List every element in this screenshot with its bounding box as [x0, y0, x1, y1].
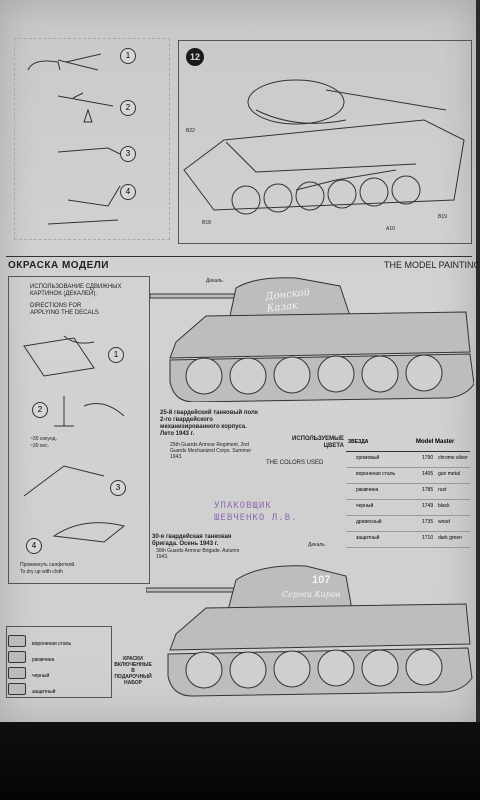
- substep-callout-1: 1: [120, 48, 136, 64]
- decals-title-ru: ИСПОЛЬЗОВАНИЕ СДВИЖНЫХ КАРТИНОК (ДЕКАЛЕЙ…: [30, 284, 122, 297]
- step-12-panel: [178, 40, 472, 244]
- tank-2-decal-label: Декаль: [308, 542, 325, 548]
- tank-1-caption-en: 25th Guards Armour Regiment, 2nd Guards …: [170, 442, 252, 460]
- tank-2-number: 107: [312, 574, 331, 586]
- legend-row: ржавчина: [8, 648, 54, 663]
- tank-1-caption-ru: 25-й гвардейский танковый полк 2-го гвар…: [160, 410, 258, 437]
- legend-row: защитный: [8, 680, 55, 695]
- colors-title-ru: ИСПОЛЬЗУЕМЫЕ ЦВЕТА: [292, 436, 344, 449]
- paint-badge-icon: [8, 682, 26, 695]
- header-title-ru: ОКРАСКА МОДЕЛИ: [8, 260, 109, 271]
- colors-table-header: ЗВЕЗДА Model Master: [346, 436, 470, 452]
- colors-title-en: THE COLORS USED: [266, 460, 324, 466]
- decal-time-ru: ~30 секунд.: [30, 436, 57, 442]
- legend-row: черный: [8, 664, 49, 679]
- substep-callout-2: 2: [120, 100, 136, 116]
- part-label-b19: B19: [438, 214, 447, 220]
- part-label-b22: B22: [186, 128, 195, 134]
- part-label-a10: A10: [386, 226, 395, 232]
- packer-stamp: УПАКОВЩИК ШЕВЧЕНКО Л.В.: [214, 500, 297, 524]
- tank-2-profile: [146, 565, 473, 697]
- paint-badge-icon: [8, 634, 26, 647]
- tank-2-slogan: Сергей Киров: [282, 590, 341, 599]
- substeps-panel: [14, 38, 170, 240]
- decal-step-1: 1: [108, 347, 124, 363]
- tank-assembly-drawing: [183, 79, 465, 215]
- decal-dry-ru: Промокнуть салфеткой.: [20, 562, 76, 568]
- header-title-en: THE MODEL PAINTING: [384, 260, 480, 270]
- part-label-b18: B18: [202, 220, 211, 226]
- tank-1-profile: [150, 277, 474, 402]
- instruction-sheet: 1 2 3 4 12 B22 A10 B19 B18 ОКРАСКА МОДЕЛ…: [0, 0, 476, 722]
- paint-badge-icon: [8, 650, 26, 663]
- desk-surface: [0, 722, 480, 800]
- substeps-illustration: [27, 53, 121, 225]
- step-number-badge: 12: [186, 48, 204, 66]
- tank-2-caption-en: 30th Guards Armour Brigade. Autumn 1943.: [156, 548, 240, 560]
- decal-dry-en: To dry up with cloth: [20, 569, 63, 575]
- decal-step-3: 3: [110, 480, 126, 496]
- legend-panel: [6, 626, 112, 698]
- decal-step-2: 2: [32, 402, 48, 418]
- decals-title-en: DIRECTIONS FOR APPLYING THE DECALS: [30, 303, 99, 316]
- header-rule: [6, 256, 472, 257]
- legend-row: вороненая сталь: [8, 632, 71, 647]
- stamp-line-2: ШЕВЧЕНКО Л.В.: [214, 513, 298, 523]
- substep-callout-3: 3: [120, 146, 136, 162]
- tank-2-caption-ru: 30-я гвардейская танковая бригада. Осень…: [152, 534, 232, 547]
- paint-badge-icon: [8, 666, 26, 679]
- substep-callout-4: 4: [120, 184, 136, 200]
- col-model-master: Model Master: [416, 439, 455, 445]
- stamp-line-1: УПАКОВЩИК: [214, 501, 272, 511]
- kit-paints-note: КРАСКИ ВКЛЮЧЕННЫЕ В ПОДАРОЧНЫЙ НАБОР: [114, 656, 152, 686]
- decals-panel: [8, 276, 150, 584]
- decals-illustration: [23, 335, 126, 543]
- decal-step-4: 4: [26, 538, 42, 554]
- tank-1-decal-label: Декаль: [206, 278, 223, 284]
- col-star: ЗВЕЗДА: [348, 439, 369, 445]
- decal-time-en: ~30 sec.: [30, 443, 50, 449]
